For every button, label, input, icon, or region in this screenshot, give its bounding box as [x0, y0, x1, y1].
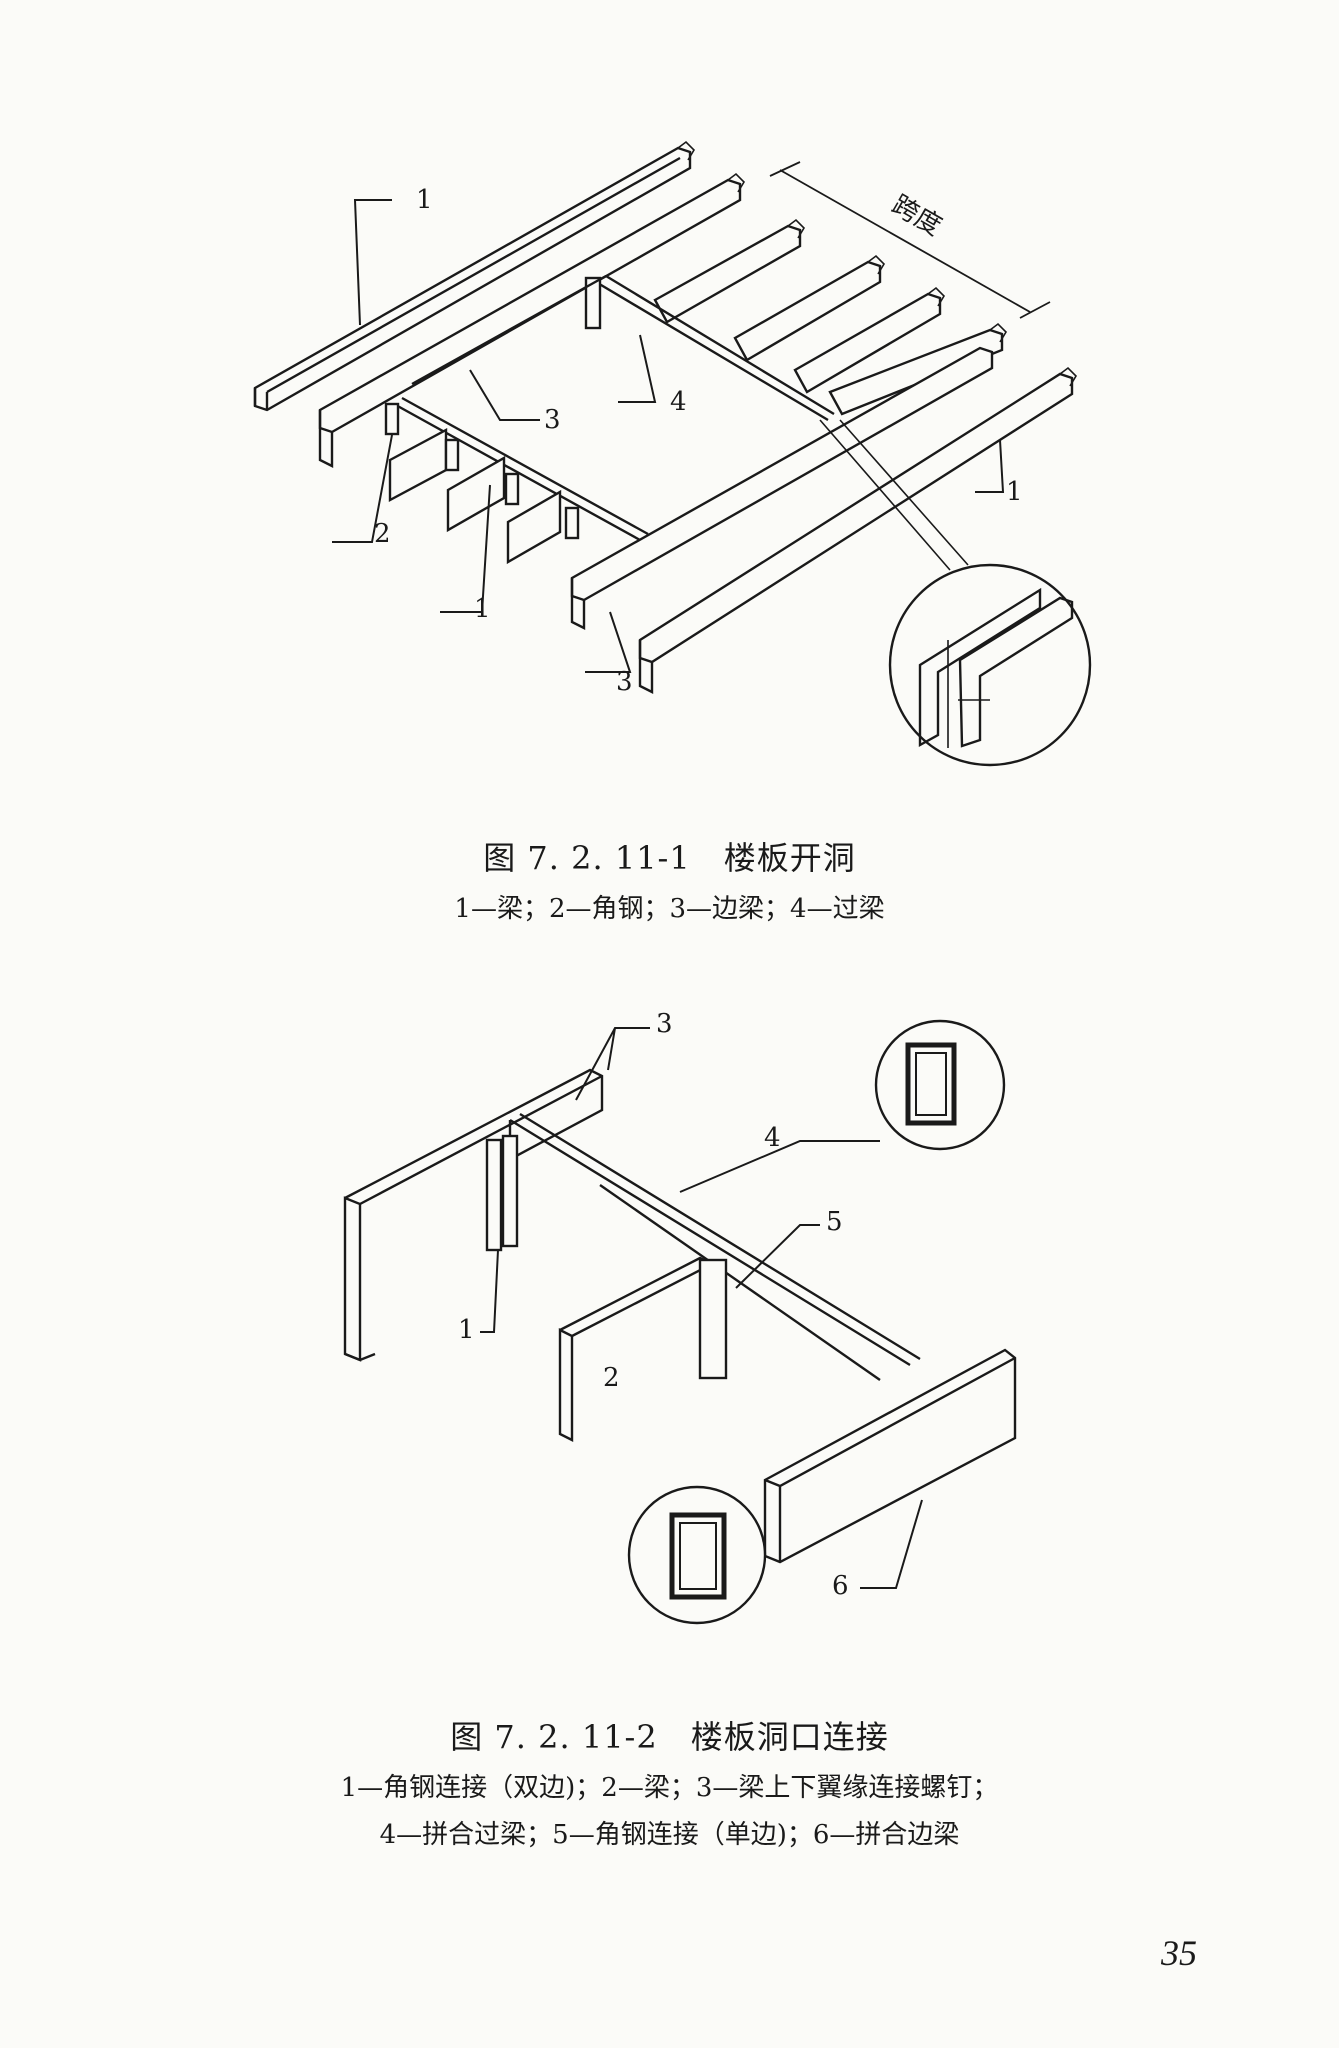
fig1-label-3-outer: 3 — [616, 667, 633, 697]
opening-connection-diagram: 3 4 5 1 2 6 — [343, 1009, 1017, 1625]
joist-row2 — [318, 172, 746, 468]
fig2-label-5: 5 — [826, 1207, 843, 1237]
joist-top — [253, 140, 696, 412]
angle-double — [485, 1134, 519, 1252]
header-beam — [584, 274, 835, 422]
trimmer-beam — [393, 274, 649, 542]
fig1-label-2: 2 — [374, 519, 391, 549]
page-number: 35 — [1161, 1933, 1197, 1973]
left-beam — [343, 1068, 604, 1362]
joist-right-1 — [653, 218, 806, 324]
fig1-label-1-bottom: 1 — [474, 594, 491, 624]
fig1-leaders — [332, 199, 1005, 673]
figure2-caption-legend-line2: 4—拼合过梁；5—角钢连接（单边)；6—拼合边梁 — [379, 1820, 960, 1850]
middle-beam — [558, 1256, 714, 1442]
header-section-detail — [874, 1019, 1006, 1151]
joist-right-3 — [793, 286, 946, 394]
detail-callout — [819, 419, 1092, 767]
joist-right-beam — [638, 366, 1078, 694]
fig2-label-6: 6 — [832, 1571, 849, 1601]
span-label: 跨度 — [887, 190, 947, 242]
angle-single — [698, 1258, 728, 1380]
fig2-label-1: 1 — [458, 1315, 475, 1345]
fig2-label-4: 4 — [764, 1123, 781, 1153]
fig1-label-1-top: 1 — [416, 185, 433, 215]
figure1-caption-title: 图 7. 2. 11-1 楼板开洞 — [483, 839, 856, 877]
edge-section-detail — [627, 1485, 767, 1625]
edge-beam-front — [570, 346, 994, 630]
fig2-label-2: 2 — [603, 1363, 620, 1393]
floor-opening-diagram: 跨度 1 1 1 2 3 3 4 — [253, 140, 1092, 767]
fig1-label-3-inner: 3 — [544, 405, 561, 435]
built-up-edge — [763, 1348, 1017, 1564]
figure2-caption-legend-line1: 1—角钢连接（双边)；2—梁；3—梁上下翼缘连接螺钉； — [340, 1773, 999, 1803]
joist-right-2 — [733, 254, 886, 362]
tail-joists — [384, 402, 580, 565]
joist-right-4 — [828, 322, 1008, 416]
fig1-label-4: 4 — [670, 387, 687, 417]
span-dimension — [769, 161, 1051, 319]
fig2-label-3: 3 — [656, 1009, 673, 1039]
figure1-caption-legend: 1—梁；2—角钢；3—边梁；4—过梁 — [454, 894, 885, 924]
figure2-caption-title: 图 7. 2. 11-2 楼板洞口连接 — [450, 1718, 889, 1756]
fig2-leaders — [480, 1027, 923, 1589]
fig1-label-1-right: 1 — [1006, 477, 1023, 507]
